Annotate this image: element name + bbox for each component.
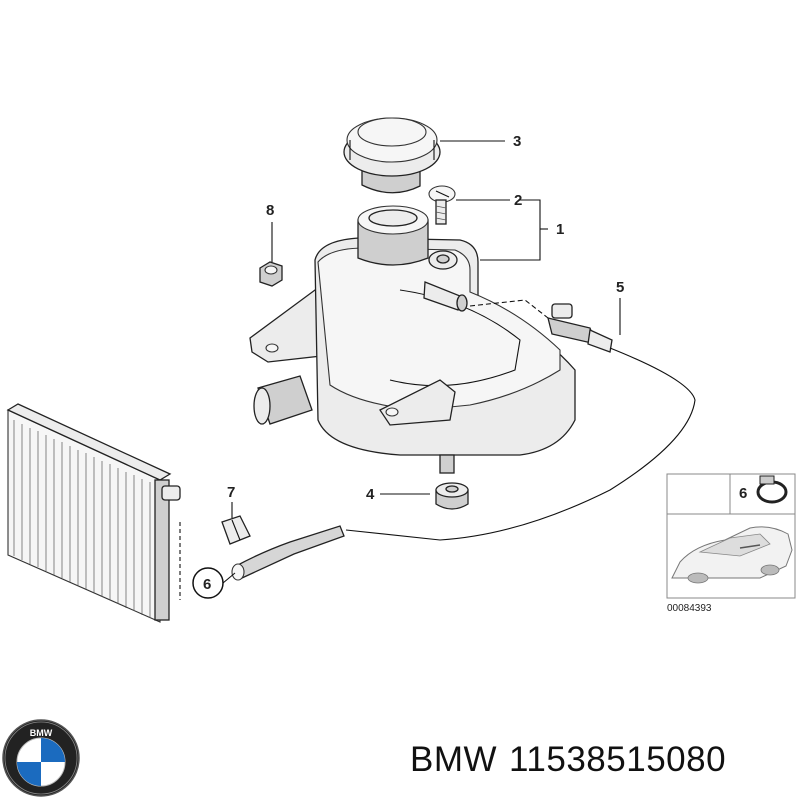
overflow-hose: [231, 525, 345, 581]
callout-5: 5: [616, 279, 624, 296]
wire-guide: [469, 299, 549, 319]
inset-box: [666, 473, 796, 599]
hex-nut: [259, 261, 283, 287]
hose-clip: [221, 515, 251, 545]
radiator: [6, 403, 181, 623]
rubber-mount: [435, 482, 469, 510]
callout-8: 8: [266, 202, 274, 219]
leader-1: [480, 199, 548, 261]
callout-4: 4: [366, 486, 375, 503]
callout-2: 2: [514, 192, 522, 209]
sensor-wire: [345, 347, 696, 541]
callout-3: 3: [513, 133, 521, 150]
caption-brand: BMW: [410, 740, 498, 779]
callout-circle-6: [192, 567, 236, 599]
callout-1: 1: [556, 221, 564, 238]
bmw-logo-text: BMW: [30, 728, 53, 738]
car-silhouette-icon: [671, 526, 793, 584]
clamp-icon: [756, 475, 788, 504]
caption-part-number: 11538515080: [509, 740, 727, 779]
callout-7: 7: [227, 484, 235, 501]
callout-6: 6: [203, 576, 211, 593]
diagram-reference-code: 00084393: [667, 603, 712, 614]
expansion-tank: [249, 205, 576, 474]
part-caption: BMW 11538515080: [410, 740, 790, 784]
expansion-tank-cap: [343, 117, 441, 194]
bleed-screw: [428, 185, 456, 225]
level-sensor: [547, 303, 613, 353]
callout-6-inset: 6: [739, 485, 747, 502]
bmw-logo: BMW: [2, 719, 80, 797]
